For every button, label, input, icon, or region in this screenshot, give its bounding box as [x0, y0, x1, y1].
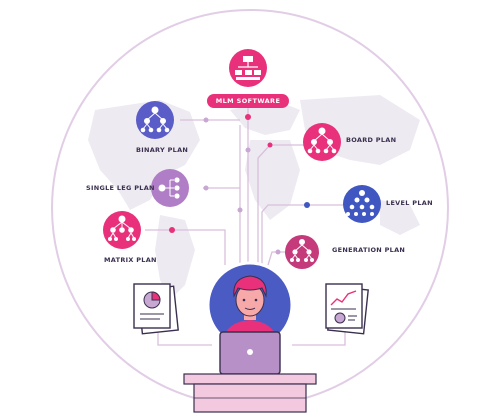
- plan-label-board-plan: BOARD PLAN: [346, 136, 397, 144]
- laptop-icon: [219, 331, 281, 375]
- dot: [245, 114, 251, 120]
- generation-tree-icon: [290, 239, 314, 262]
- hub-node-mlm-software: [229, 49, 267, 87]
- dot: [203, 185, 209, 191]
- plan-node-generation-plan: [285, 235, 319, 269]
- plan-label-level-plan: LEVEL PLAN: [386, 199, 433, 207]
- plan-node-board-plan: [303, 123, 341, 161]
- matrix-tree-icon: [108, 215, 136, 241]
- hub-label-mlm-software: MLM SOFTWARE: [207, 94, 289, 108]
- pie-chart-document-icon: [133, 283, 179, 335]
- dot: [304, 202, 310, 208]
- connector-lines: [145, 108, 346, 346]
- org-chart-icon: [235, 56, 261, 80]
- plan-label-generation-plan: GENERATION PLAN: [332, 246, 406, 254]
- binary-tree-icon: [140, 106, 170, 133]
- plan-node-binary-plan: [136, 101, 174, 139]
- plan-node-single-leg-plan: [151, 169, 189, 207]
- desk: [183, 373, 317, 413]
- user-avatar-icon: [206, 261, 294, 349]
- dot: [169, 227, 175, 233]
- plan-label-binary-plan: BINARY PLAN: [136, 146, 189, 154]
- plan-label-matrix-plan: MATRIX PLAN: [104, 256, 157, 264]
- plan-node-level-plan: [343, 185, 381, 223]
- dot: [275, 249, 281, 255]
- dot: [267, 142, 273, 148]
- dot: [237, 207, 243, 213]
- board-tree-icon: [307, 127, 337, 154]
- dot: [203, 117, 209, 123]
- plan-label-single-leg-plan: SINGLE LEG PLAN: [86, 184, 155, 192]
- line-chart-document-icon: [325, 283, 369, 335]
- junction-dots: [169, 114, 310, 255]
- dot: [245, 147, 251, 153]
- level-pyramid-icon: [346, 190, 375, 216]
- plan-node-matrix-plan: [103, 211, 141, 249]
- single-leg-tree-icon: [158, 177, 180, 199]
